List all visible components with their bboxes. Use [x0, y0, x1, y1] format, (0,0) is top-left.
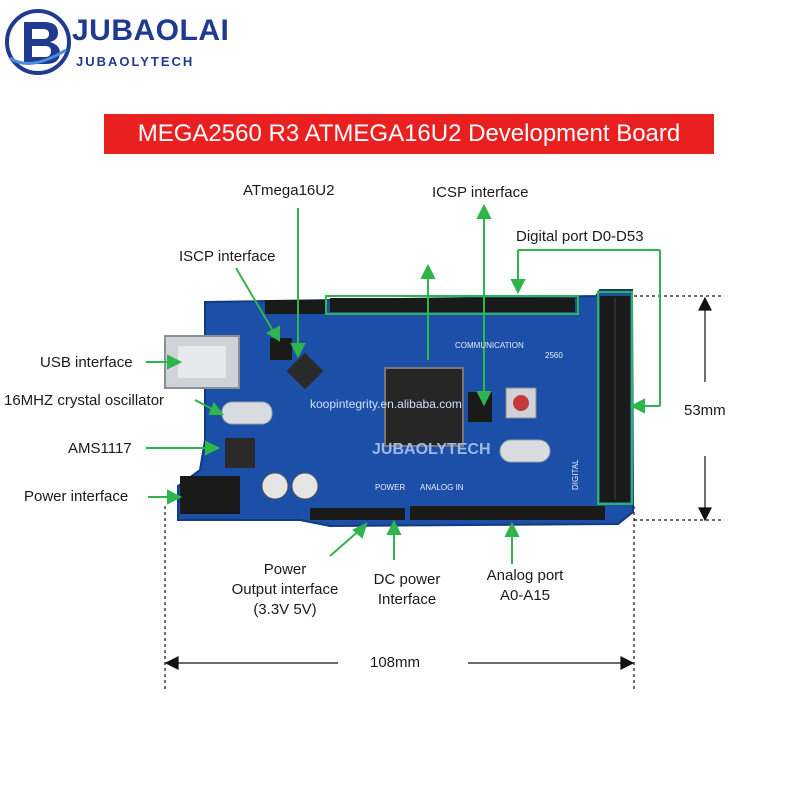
callout-arrows: [146, 203, 661, 564]
label-power-interface: Power interface: [24, 488, 129, 505]
label-dc-power-line2: Interface: [377, 591, 437, 608]
silk-analog-in: ANALOG IN: [420, 483, 464, 492]
arduino-mega-board: [164, 289, 635, 528]
brand-name: JUBAOLAI: [72, 14, 230, 47]
header-power-top: [265, 300, 325, 314]
label-ams1117: AMS1117: [68, 440, 132, 457]
silk-model: 2560: [545, 351, 563, 360]
board-silkscreen: COMMUNICATION ANALOG IN POWER DIGITAL 25…: [310, 341, 580, 492]
dc-jack: [180, 476, 240, 514]
label-dc-power: DC power Interface: [352, 570, 462, 610]
label-analog-port: Analog port A0-A15: [465, 566, 585, 606]
digital-header-top: [330, 298, 575, 312]
label-crystal: 16MHZ crystal oscillator: [4, 392, 165, 409]
label-power-output: Power Output interface (3.3V 5V): [210, 560, 360, 620]
power-header-bottom: [310, 508, 405, 520]
atmega2560-chip: [384, 367, 464, 447]
brand-subtitle: JUBAOLYTECH: [76, 54, 195, 69]
label-analog-port-line2: A0-A15: [499, 587, 551, 604]
crystal-oscillator: [221, 401, 273, 425]
silk-brand-mark: JUBAOLYTECH: [372, 441, 491, 458]
title-banner: MEGA2560 R3 ATMEGA16U2 Development Board: [104, 114, 714, 154]
label-iscp-interface: ISCP interface: [179, 248, 276, 265]
analog-header-bottom: [410, 506, 605, 520]
label-power-output-line3: (3.3V 5V): [253, 601, 317, 618]
iscp-header: [270, 338, 292, 360]
label-usb-interface: USB interface: [40, 354, 133, 371]
dimension-height: 53mm: [684, 402, 726, 419]
label-power-output-line2: Output interface: [231, 581, 339, 598]
silk-digital: DIGITAL: [571, 459, 580, 490]
label-atmega16u2: ATmega16U2: [243, 182, 335, 199]
silk-power: POWER: [375, 483, 405, 492]
atmega16u2-chip: [286, 352, 324, 390]
label-power-output-line1: Power: [263, 561, 307, 578]
label-digital-port: Digital port D0-D53: [516, 228, 644, 245]
silk-watermark: koopintegrity.en.alibaba.com: [310, 397, 462, 411]
brand-logo-icon: [5, 9, 71, 75]
label-dc-power-line1: DC power: [373, 571, 441, 588]
label-analog-port-line1: Analog port: [486, 567, 564, 584]
dimension-width: 108mm: [370, 654, 421, 671]
dimension-lines: [164, 295, 722, 690]
ams1117-chip: [225, 438, 255, 468]
label-icsp-interface: ICSP interface: [432, 184, 529, 201]
silk-communication: COMMUNICATION: [455, 341, 524, 350]
